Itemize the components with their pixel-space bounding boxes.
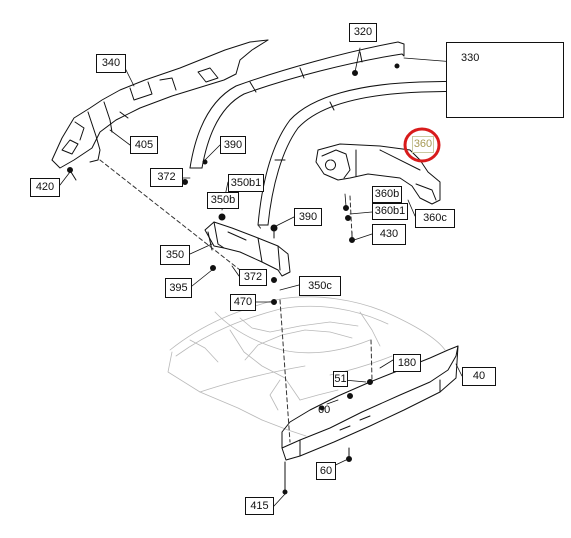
callout-320: 320 — [349, 23, 377, 42]
vehicle-body-outline — [167, 296, 446, 437]
callout-420: 420 — [30, 178, 60, 197]
callout-350c: 350c — [299, 276, 341, 296]
cross-member-40 — [281, 345, 459, 461]
callout-470: 470 — [230, 294, 256, 311]
callout-360c: 360c — [415, 209, 455, 228]
callout-60-upper: 60 — [318, 403, 331, 416]
callout-395: 395 — [165, 278, 192, 298]
callout-430: 430 — [372, 224, 406, 245]
callout-415: 415 — [245, 497, 274, 515]
fasteners — [67, 63, 501, 495]
callout-360: 360 — [412, 136, 434, 153]
callout-350b1: 350b1 — [228, 174, 264, 192]
callout-180: 180 — [393, 354, 421, 372]
callout-51: 51 — [333, 371, 348, 387]
callout-360b1: 360b1 — [372, 203, 408, 220]
callout-372-lower: 372 — [239, 269, 267, 286]
highlight-circle — [403, 127, 441, 163]
callout-330: 330 — [446, 42, 564, 118]
callout-360b: 360b — [372, 186, 402, 203]
callout-405: 405 — [130, 136, 158, 154]
callout-350: 350 — [160, 245, 190, 265]
roof-tube-320 — [189, 41, 405, 169]
bracket-350 — [204, 221, 291, 277]
front-bracket-340 — [51, 39, 269, 169]
callout-350b: 350b — [207, 192, 239, 209]
callout-372-upper: 372 — [150, 168, 183, 187]
callout-60-lower: 60 — [316, 462, 336, 480]
callout-340: 340 — [96, 54, 126, 73]
callout-390-upper: 390 — [220, 136, 246, 154]
callout-390-lower: 390 — [294, 208, 322, 226]
callout-40: 40 — [462, 367, 496, 386]
